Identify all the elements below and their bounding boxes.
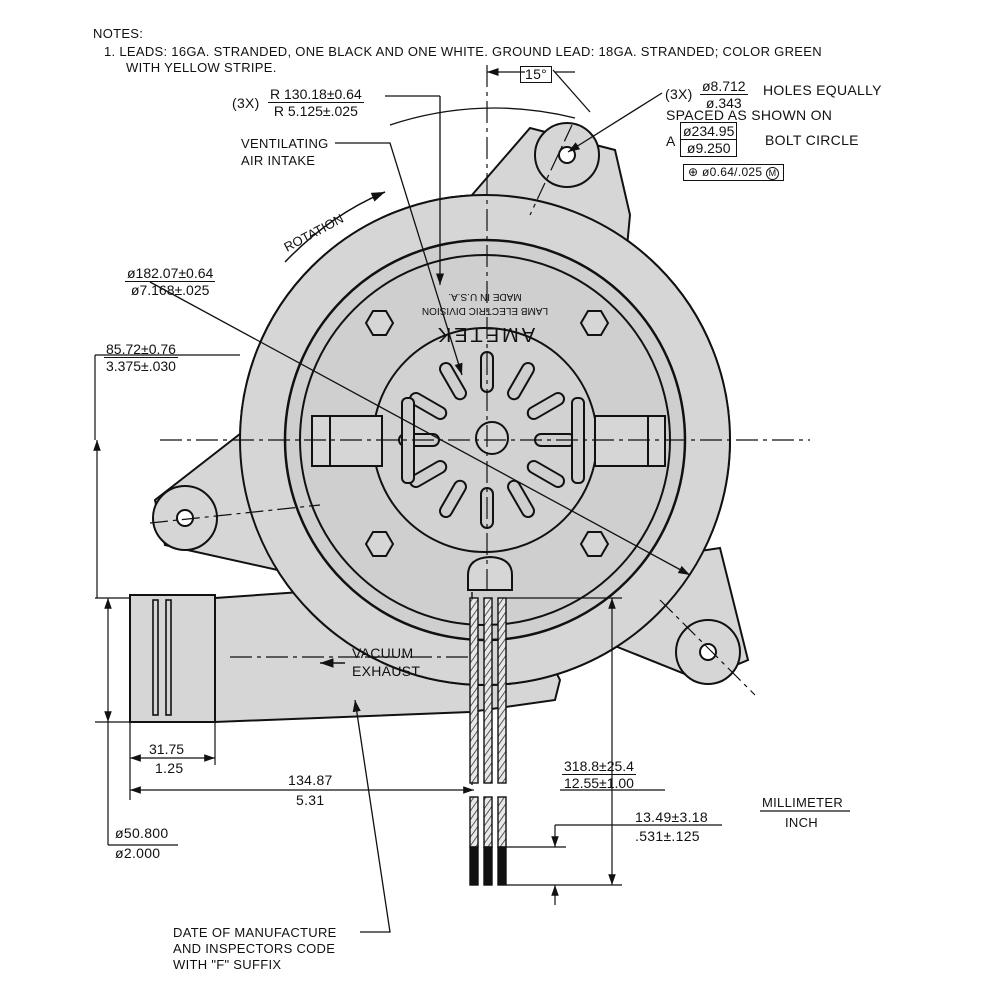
holes-a-label: A xyxy=(666,133,676,149)
notes-line-1: 1. LEADS: 16GA. STRANDED, ONE BLACK AND … xyxy=(104,44,822,59)
radius-prefix: (3X) xyxy=(232,95,260,111)
bolt-circle-dim: ø234.95 ø9.250 xyxy=(680,122,738,157)
bolt-circle-arc xyxy=(389,107,576,126)
outlet-rib-2 xyxy=(165,599,172,716)
dim-85-mm: 85.72±0.76 xyxy=(104,341,178,358)
label-origin: MADE IN U.S.A. xyxy=(448,291,521,302)
dim-318-inch: 12.55±1.00 xyxy=(564,775,634,791)
dim-13-inch: .531±.125 xyxy=(635,828,700,844)
notes-heading: NOTES: xyxy=(93,26,144,41)
dim-31: 31.75 xyxy=(147,741,186,757)
bolt-hole-left xyxy=(176,509,194,527)
radius-mm: R 130.18±0.64 xyxy=(268,86,364,103)
angle-center-left xyxy=(149,504,321,524)
vent-leader xyxy=(335,142,463,376)
radius-dim: R 130.18±0.64 R 5.125±.025 xyxy=(268,86,364,119)
date-label-2: AND INSPECTORS CODE xyxy=(173,941,336,956)
centerlines xyxy=(160,65,810,658)
date-leader xyxy=(352,699,391,933)
cooling-slot xyxy=(408,392,448,420)
dim-31-inch: 1.25 xyxy=(155,760,184,776)
date-label-3: WITH "F" SUFFIX xyxy=(173,957,282,972)
position-icon: ⊕ xyxy=(688,165,699,179)
units-primary: MILLIMETER xyxy=(762,795,844,810)
diameter-line-182 xyxy=(149,281,691,576)
holes-dia-mm: ø8.712 xyxy=(700,78,748,95)
dim-50-inch: ø2.000 xyxy=(115,845,161,861)
motor-bosses xyxy=(364,310,610,557)
vent-label-1: VENTILATING xyxy=(241,136,329,151)
angle-line xyxy=(552,69,591,113)
cooling-slot xyxy=(526,460,566,488)
cooling-slot xyxy=(439,479,467,519)
motor-hub xyxy=(475,421,509,455)
units-secondary: INCH xyxy=(785,815,818,830)
motor-leads xyxy=(469,592,507,886)
date-label-1: DATE OF MANUFACTURE xyxy=(173,925,337,940)
tolerance-value: ø0.64/.025 xyxy=(702,165,763,179)
holes-leader xyxy=(567,92,663,153)
vacuum-label-1: VACUUM xyxy=(352,645,414,661)
lead-grommet xyxy=(467,555,513,591)
dim-50-mm: ø50.800 xyxy=(115,825,169,841)
cooling-slot xyxy=(507,479,535,519)
dim-31-mm: 31.75 xyxy=(149,741,185,757)
angle-center-top xyxy=(529,124,573,216)
holes-prefix: (3X) xyxy=(665,86,693,102)
rotation-arrow xyxy=(284,191,386,263)
bolt-hole-right xyxy=(699,643,717,661)
cooling-slot xyxy=(526,392,566,420)
brush-holders xyxy=(311,415,666,467)
max-material-icon: M xyxy=(766,167,780,180)
dim-134-mm: 134.87 xyxy=(288,772,333,788)
radius-inch: R 5.125±.025 xyxy=(273,103,358,119)
dim-85-inch: 3.375±.030 xyxy=(106,358,176,374)
dim-13-mm: 13.49±3.18 xyxy=(635,809,708,825)
holes-dia-in: ø.343 xyxy=(705,95,742,111)
dim-134-inch: 5.31 xyxy=(296,792,325,808)
bolt-circle-label: BOLT CIRCLE xyxy=(765,132,859,148)
dim-318-mm: 318.8±25.4 xyxy=(562,758,636,775)
dim-85: 85.72±0.76 3.375±.030 xyxy=(104,341,178,374)
dim-182: ø182.07±0.64 ø7.168±.025 xyxy=(125,265,216,298)
vent-label-2: AIR INTAKE xyxy=(241,153,316,168)
notes-line-2: WITH YELLOW STRIPE. xyxy=(126,60,277,75)
exhaust-outlet xyxy=(129,594,216,723)
vacuum-label-2: EXHAUST xyxy=(352,663,421,679)
motor-label: AMETEK LAMB ELECTRIC DIVISION MADE IN U.… xyxy=(422,291,548,345)
label-division: LAMB ELECTRIC DIVISION xyxy=(422,305,548,316)
label-brand: AMETEK xyxy=(435,323,535,345)
angle-label: 15° xyxy=(520,66,553,83)
cooling-slot xyxy=(507,361,535,401)
cooling-slot xyxy=(439,361,467,401)
bolt-circle-in: ø9.250 xyxy=(686,140,731,156)
outlet-rib-1 xyxy=(152,599,159,716)
dim-182-inch: ø7.168±.025 xyxy=(130,282,210,298)
dim-182-mm: ø182.07±0.64 xyxy=(125,265,216,282)
cooling-slot xyxy=(408,460,448,488)
dim-318: 318.8±25.4 12.55±1.00 xyxy=(562,758,636,791)
position-tolerance: ⊕ ø0.64/.025 M xyxy=(683,164,785,181)
bolt-circle-mm: ø234.95 xyxy=(681,123,737,140)
holes-dim: ø8.712 ø.343 xyxy=(700,78,748,111)
holes-line-1: HOLES EQUALLY xyxy=(763,82,882,98)
holes-line-2: SPACED AS SHOWN ON xyxy=(666,107,833,123)
angle-center-right xyxy=(659,599,756,696)
